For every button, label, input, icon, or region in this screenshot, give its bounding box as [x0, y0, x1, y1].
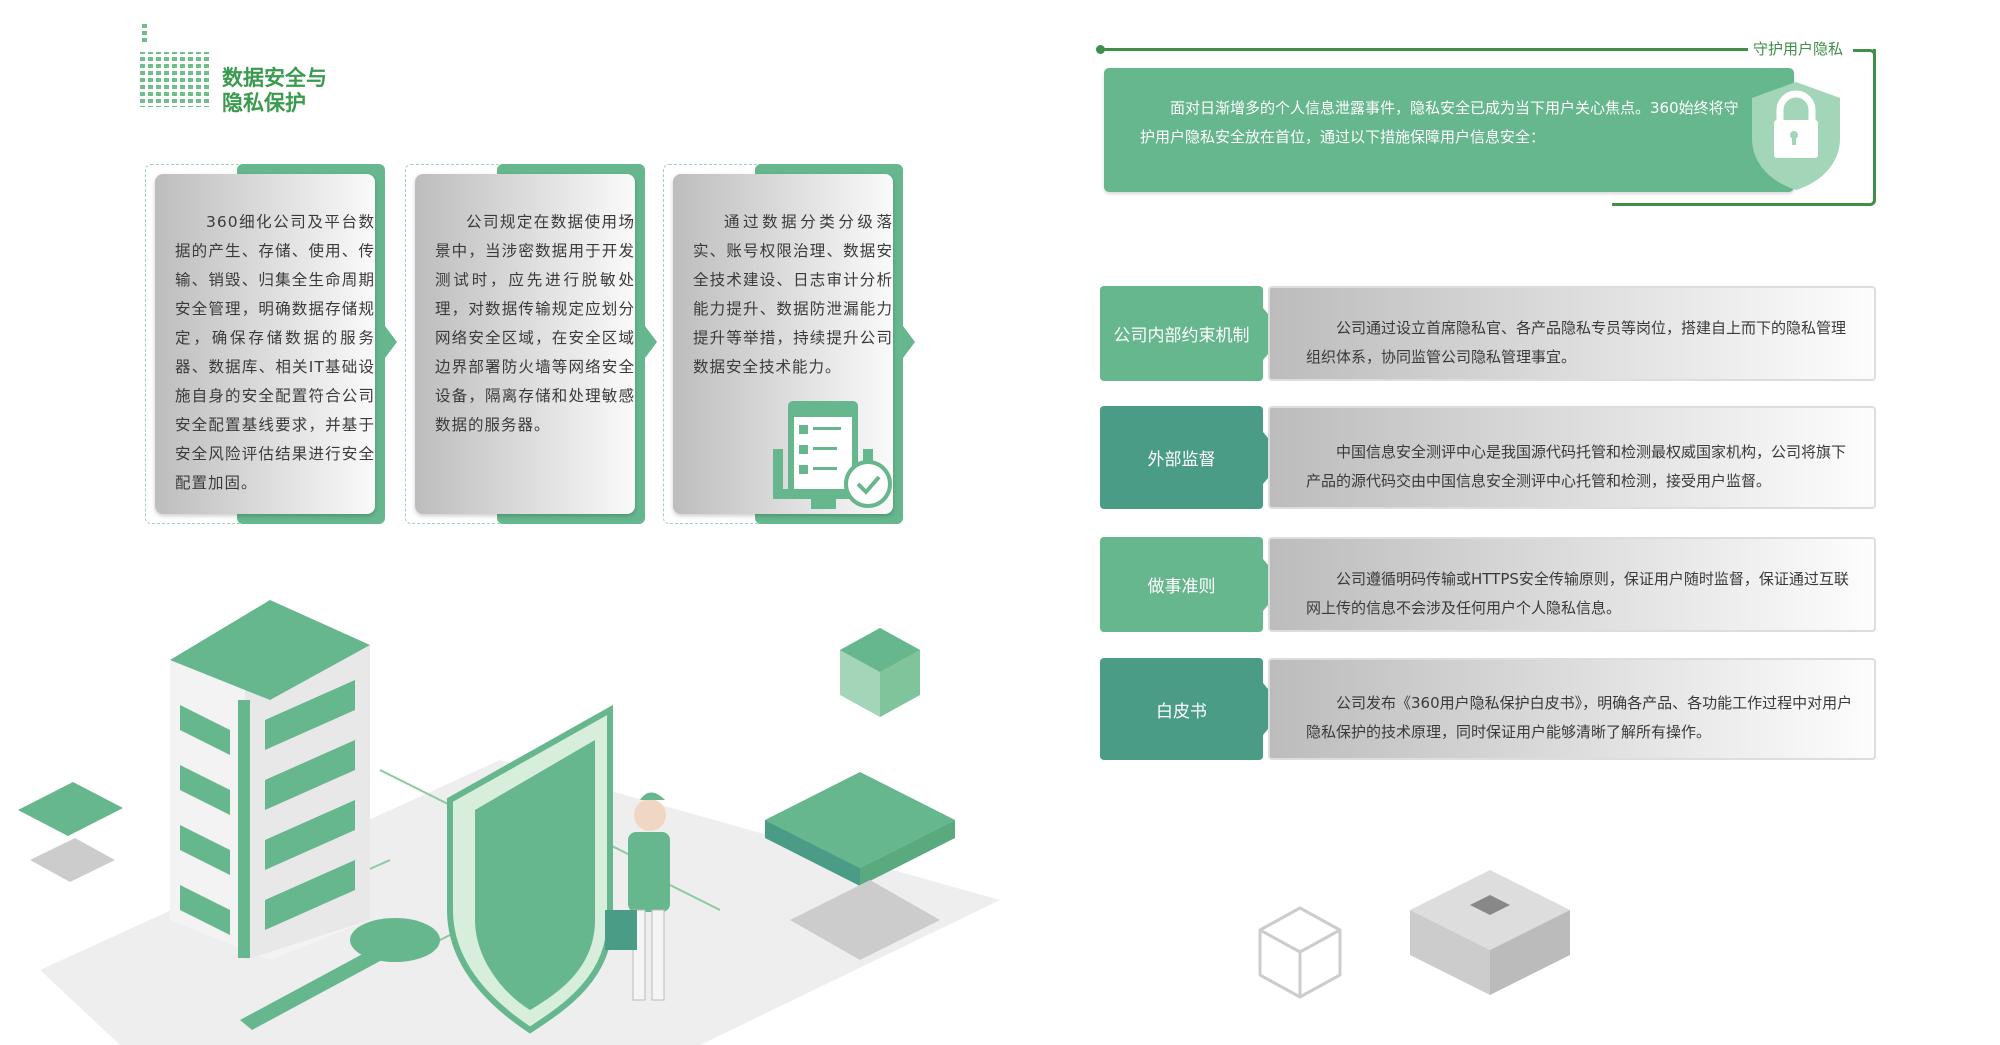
person-icon [605, 792, 670, 1001]
measure-label: 白皮书 [1100, 658, 1263, 760]
measure-label: 公司内部约束机制 [1100, 286, 1263, 381]
measure-label: 做事准则 [1100, 537, 1263, 632]
processor-icon [1410, 870, 1570, 995]
wire-cube-icon [1258, 906, 1342, 999]
bracket-line [1612, 49, 1876, 206]
measure-label: 外部监督 [1100, 406, 1263, 509]
card-text: 360细化公司及平台数据的产生、存储、使用、传输、销毁、归集全生命周期安全管理，… [175, 213, 375, 492]
shield-icon [447, 704, 613, 1034]
shield-lock-icon [1752, 82, 1840, 190]
chip-platform-icon [765, 772, 955, 960]
data-classification-card: 通过数据分类分级落实、账号权限治理、数据安全技术建设、日志审计分析能力提升、数据… [663, 164, 915, 524]
measure-text: 公司遵循明码传输或HTTPS安全传输原则，保证用户随时监督，保证通过互联网上传的… [1268, 537, 1876, 632]
privacy-heading: 守护用户隐私 [1753, 40, 1844, 58]
data-lifecycle-card: 360细化公司及平台数据的产生、存储、使用、传输、销毁、归集全生命周期安全管理，… [145, 164, 397, 524]
card-text: 公司规定在数据使用场景中，当涉密数据用于开发测试时，应先进行脱敏处理，对数据传输… [435, 213, 635, 434]
section-title: 数据安全与隐私保护 [222, 66, 327, 115]
measure-row-internal: 公司内部约束机制 公司通过设立首席隐私官、各产品隐私专员等岗位，搭建自上而下的隐… [1100, 286, 1876, 381]
measure-row-external: 外部监督 中国信息安全测评中心是我国源代码托管和检测最权威国家机构，公司将旗下产… [1100, 406, 1876, 509]
measure-text: 公司通过设立首席隐私官、各产品隐私专员等岗位，搭建自上而下的隐私管理组织体系，协… [1268, 286, 1876, 381]
data-usage-card: 公司规定在数据使用场景中，当涉密数据用于开发测试时，应先进行脱敏处理，对数据传输… [405, 164, 657, 524]
measure-text: 中国信息安全测评中心是我国源代码托管和检测最权威国家机构，公司将旗下产品的源代码… [1268, 406, 1876, 509]
measure-row-principles: 做事准则 公司遵循明码传输或HTTPS安全传输原则，保证用户随时监督，保证通过互… [1100, 537, 1876, 632]
privacy-intro-box: 面对日渐增多的个人信息泄露事件，隐私安全已成为当下用户关心焦点。360始终将守护… [1104, 68, 1794, 192]
privacy-intro-text: 面对日渐增多的个人信息泄露事件，隐私安全已成为当下用户关心焦点。360始终将守护… [1140, 99, 1739, 146]
divider-line [1100, 48, 1748, 51]
small-platform-icon [18, 782, 123, 882]
card-text: 通过数据分类分级落实、账号权限治理、数据安全技术建设、日志审计分析能力提升、数据… [693, 213, 893, 376]
server-tower-icon [170, 600, 370, 960]
measure-text: 公司发布《360用户隐私保护白皮书》，明确各产品、各功能工作过程中对用户隐私保护… [1268, 658, 1876, 760]
measure-row-whitepaper: 白皮书 公司发布《360用户隐私保护白皮书》，明确各产品、各功能工作过程中对用户… [1100, 658, 1876, 760]
security-illustration [18, 600, 1570, 1045]
bar-pattern-logo-icon [140, 24, 210, 107]
checklist-monitor-icon [773, 401, 892, 509]
key-icon [240, 918, 440, 1030]
cube-icon [840, 628, 920, 717]
